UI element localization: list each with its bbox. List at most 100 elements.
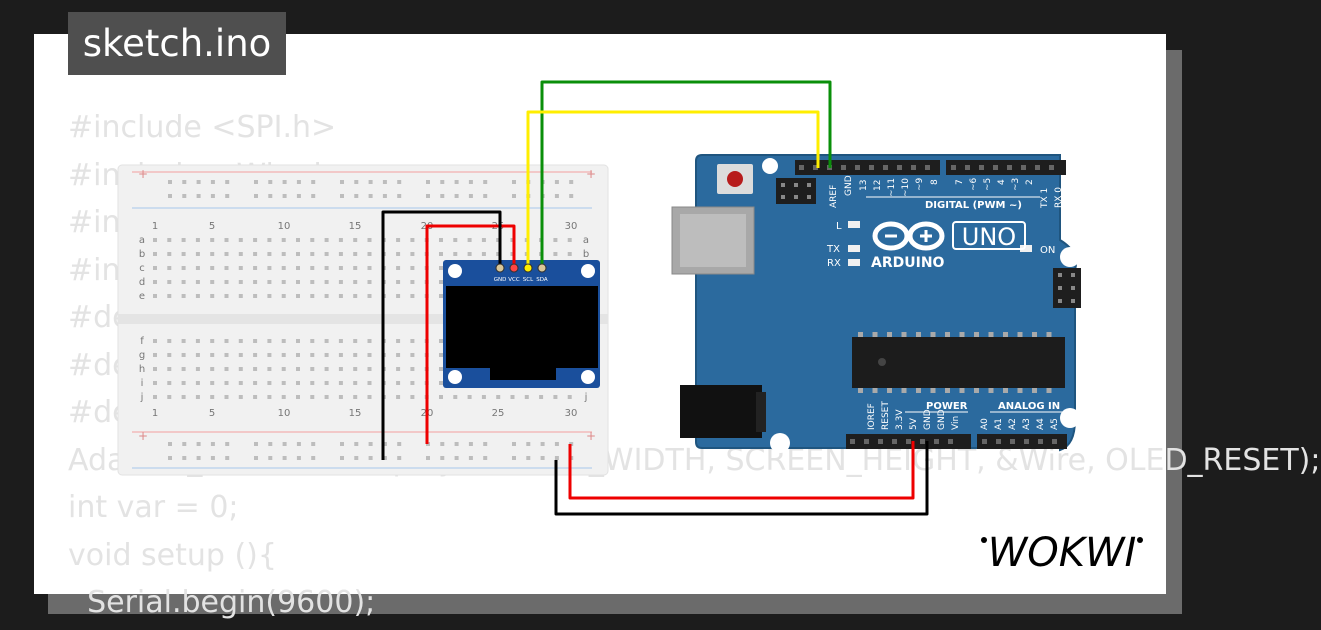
code-line: Serial.begin(9600); bbox=[68, 585, 376, 620]
pin-label: RX 0 bbox=[1054, 187, 1064, 208]
row-letter: h bbox=[139, 364, 145, 375]
wokwi-logo: WOKWI bbox=[981, 530, 1143, 576]
board-name: UNO bbox=[962, 223, 1016, 251]
pin-label: A0 bbox=[980, 418, 990, 430]
column-number: 30 bbox=[565, 408, 578, 419]
code-line: #include <SPI.h> bbox=[68, 110, 337, 145]
column-number: 15 bbox=[349, 221, 362, 232]
row-letter: i bbox=[141, 378, 144, 389]
pin-label: ~3 bbox=[1011, 178, 1021, 191]
oled-display[interactable]: GND VCC SCL SDA bbox=[443, 260, 600, 388]
led-label: ON bbox=[1040, 245, 1055, 256]
row-letter: j bbox=[584, 392, 588, 403]
pin-label: A4 bbox=[1036, 418, 1046, 430]
file-name-tab[interactable]: sketch.ino bbox=[68, 12, 286, 75]
digital-header bbox=[946, 160, 1066, 175]
rail-plus-label: + bbox=[138, 167, 148, 181]
wire-endpoints bbox=[495, 263, 547, 273]
power-section-label: POWER bbox=[926, 401, 968, 412]
pin-label: 8 bbox=[930, 179, 940, 185]
pin-label: AREF bbox=[829, 185, 839, 208]
wire-sda-green[interactable] bbox=[540, 80, 832, 268]
column-number: 25 bbox=[492, 408, 505, 419]
column-number: 30 bbox=[565, 221, 578, 232]
analog-pin-labels: A0 A1 A2 A3 A4 A5 bbox=[980, 418, 1060, 430]
mount-hole-icon bbox=[770, 433, 790, 453]
led-label: TX bbox=[826, 244, 840, 255]
mount-hole-icon bbox=[1060, 247, 1080, 267]
wire-gnd-black[interactable] bbox=[554, 441, 929, 516]
rail-plus-label: + bbox=[138, 429, 148, 443]
analog-header bbox=[977, 434, 1067, 449]
column-number: 1 bbox=[152, 221, 158, 232]
mount-hole-icon bbox=[762, 158, 778, 174]
arduino-infinity-logo-icon bbox=[872, 221, 945, 251]
oled-pin-label: GND bbox=[494, 277, 507, 283]
oled-pin-label: VCC bbox=[508, 277, 520, 283]
mount-hole-icon bbox=[1060, 408, 1080, 428]
pin-label: 7 bbox=[955, 179, 965, 185]
rail-plus-label: + bbox=[586, 429, 596, 443]
wire-5v-red[interactable] bbox=[568, 441, 915, 500]
power-pin-labels: IOREF RESET 3.3V 5V GND GND Vin bbox=[867, 401, 961, 430]
row-letter: j bbox=[140, 392, 144, 403]
row-letter: c bbox=[139, 263, 145, 274]
pin-label: ~5 bbox=[983, 178, 993, 191]
pin-label: ~10 bbox=[901, 178, 911, 197]
pin-label: RESET bbox=[881, 401, 891, 430]
pin-label: 5V bbox=[909, 417, 919, 430]
led-l-icon bbox=[848, 221, 860, 228]
rail-plus-label: + bbox=[586, 167, 596, 181]
row-letter: g bbox=[139, 350, 145, 361]
led-rx-icon bbox=[848, 259, 860, 266]
pin-label: GND bbox=[923, 409, 933, 430]
icsp-header bbox=[1053, 268, 1081, 308]
row-letter: a bbox=[583, 235, 589, 246]
wire-vcc-red[interactable] bbox=[425, 224, 516, 444]
column-number: 10 bbox=[278, 221, 291, 232]
wire-scl-yellow[interactable] bbox=[526, 110, 820, 268]
mount-hole-icon bbox=[581, 264, 595, 278]
pin-label: TX 1 bbox=[1040, 188, 1050, 209]
pin-label: 4 bbox=[997, 179, 1007, 185]
row-letter: d bbox=[139, 277, 145, 288]
pin-label: A1 bbox=[994, 418, 1004, 430]
led-label: RX bbox=[827, 258, 841, 269]
pin-label: 2 bbox=[1025, 179, 1035, 185]
pin-label: ~6 bbox=[969, 177, 979, 191]
digital-pin-labels: AREF GND 13 12 ~11 ~10 ~9 8 7 ~6 ~5 4 ~3… bbox=[829, 175, 1064, 209]
oled-pin-label: SDA bbox=[536, 277, 548, 283]
pin-label: A2 bbox=[1008, 418, 1018, 430]
digital-section-label: DIGITAL (PWM ~) bbox=[925, 200, 1022, 211]
row-letter: a bbox=[139, 235, 145, 246]
wires bbox=[381, 80, 929, 516]
row-letter: b bbox=[583, 249, 589, 260]
mount-hole-icon bbox=[448, 264, 462, 278]
atmega-chip bbox=[852, 337, 1065, 388]
pin-label: ~9 bbox=[915, 177, 925, 191]
column-number: 1 bbox=[152, 408, 158, 419]
wire-gnd-black[interactable] bbox=[381, 210, 502, 460]
pin-label: 12 bbox=[873, 180, 883, 191]
arduino-uno-board[interactable]: AREF GND 13 12 ~11 ~10 ~9 8 7 ~6 ~5 4 ~3… bbox=[671, 154, 1081, 453]
mount-hole-icon bbox=[581, 370, 595, 384]
oled-pin-label: SCL bbox=[523, 277, 534, 283]
code-line: int var = 0; bbox=[68, 490, 239, 525]
column-number: 10 bbox=[278, 408, 291, 419]
oled-screen bbox=[446, 286, 598, 368]
row-letter: e bbox=[139, 291, 145, 302]
row-letter: f bbox=[140, 336, 144, 347]
row-letter: b bbox=[139, 249, 145, 260]
dc-jack bbox=[680, 385, 762, 438]
arduino-brand: ARDUINO bbox=[871, 255, 945, 271]
pin-label: GND bbox=[937, 409, 947, 430]
pin-label: 13 bbox=[859, 180, 869, 191]
pin-label: GND bbox=[844, 175, 854, 196]
led-tx-icon bbox=[848, 245, 860, 252]
pin-label: A5 bbox=[1050, 418, 1060, 430]
reset-button-cap-icon bbox=[727, 171, 743, 187]
circuit-diagram: + + + + 1 5 10 15 20 25 30 1 5 10 15 20 … bbox=[117, 80, 1081, 516]
icsp-header bbox=[776, 178, 816, 204]
pin-label: Vin bbox=[951, 416, 961, 430]
led-label: L bbox=[836, 221, 842, 232]
